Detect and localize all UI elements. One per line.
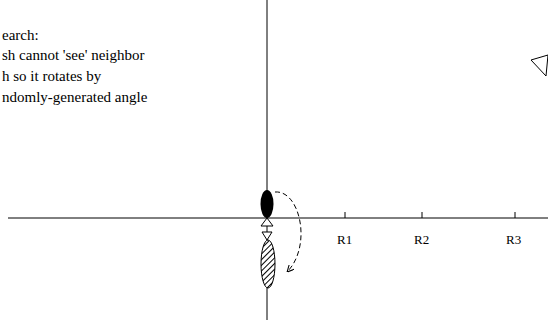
distance-label: R1 [337,233,352,246]
tick-mark [345,212,346,218]
distance-label: R2 [414,233,429,246]
tick-mark [515,212,516,218]
black-fish [261,190,274,226]
note-text: ndomly-generated angle [2,90,147,105]
neighbor-fish [531,55,548,76]
tick-mark [422,212,423,218]
note-text: earch: [2,28,39,43]
hatched-fish [261,232,275,288]
rotation-arrow [275,192,301,271]
note-text: h so it rotates by [2,69,101,84]
x-axis [8,218,548,219]
distance-label: R3 [506,233,521,246]
note-text: sh cannot 'see' neighbor [2,48,144,63]
